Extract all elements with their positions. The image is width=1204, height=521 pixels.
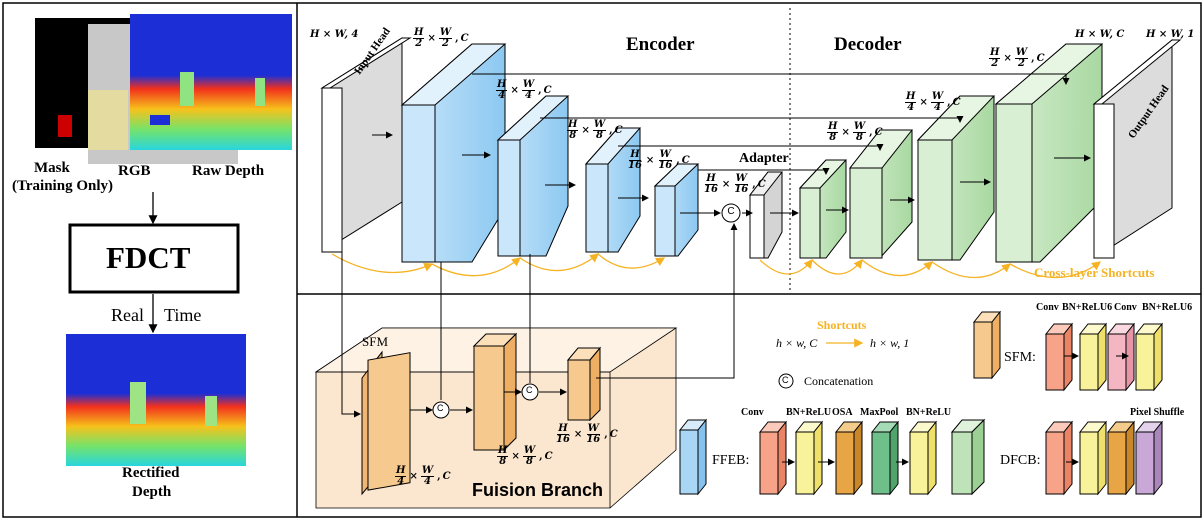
legend-concat-label: Concatenation [804, 374, 874, 388]
input-head [320, 37, 412, 253]
fusion-sfm-3 [566, 346, 602, 422]
adapter-block [748, 171, 784, 259]
legend-ffeb-osa: OSA [832, 407, 853, 418]
legend-sfm-sequence [1044, 322, 1164, 392]
decoder-label: Decoder [834, 34, 902, 55]
legend-concat-symbol: C [782, 375, 789, 385]
fdct-box [68, 223, 240, 294]
encoder-block-3 [584, 127, 642, 253]
legend-sfm-name: SFM: [1004, 350, 1036, 365]
decoder-block-4 [994, 43, 1104, 263]
concat-symbol-fusion-2: C [526, 385, 533, 395]
concat-symbol-main: C [727, 206, 735, 217]
fusion-connections [341, 223, 738, 418]
rectified-label: Rectified [122, 465, 180, 481]
concat-circle-fusion-1 [432, 401, 450, 419]
dim-output-1: H × W, 1 [1146, 29, 1195, 40]
cross-layer-shortcuts [331, 253, 1102, 279]
realtime-right-label: Time [164, 305, 202, 325]
dim-input: H × W, 4 [310, 29, 359, 40]
legend-dfcb-name: DFCB: [1000, 453, 1041, 468]
concat-circle-fusion-2 [521, 383, 539, 401]
legend-ffeb-input-slab [678, 418, 708, 496]
realtime-left-label: Real [111, 305, 144, 325]
adapter-label: Adapter [739, 151, 789, 166]
decoder-block-3 [916, 95, 996, 261]
decoder-block-2 [848, 129, 914, 259]
legend-dfcb-sequence [1044, 420, 1164, 496]
encoder-block-1 [400, 43, 507, 263]
legend-shortcut-to: h × w, 1 [870, 336, 910, 350]
legend-ffeb-bn2: BN+ReLU [906, 407, 952, 418]
cross-layer-label: Cross-layer Shortcuts [1034, 265, 1155, 280]
mask-sublabel: (Training Only) [12, 178, 113, 194]
legend-ffeb-sequence [758, 420, 938, 496]
concat-symbol-fusion-1: C [437, 403, 444, 413]
raw-depth-image [130, 14, 292, 150]
depth-label: Depth [132, 484, 172, 500]
fusion-sfm-2 [472, 332, 518, 452]
dim-output-c: H × W, C [1075, 29, 1125, 40]
legend-shortcuts-label: Shortcuts [817, 318, 867, 332]
internal-arrows [372, 131, 1091, 217]
legend-sfm-bn1: BN+ReLU6 [1062, 302, 1113, 313]
legend-sfm-bn2: BN+ReLU6 [1142, 302, 1193, 313]
legend-ffeb-bn1: BN+ReLU [786, 407, 832, 418]
encoder-label: Encoder [626, 34, 695, 55]
legend-sfm-slab [972, 310, 1002, 380]
legend-shortcut-from: h × w, C [776, 336, 818, 350]
input-images [35, 14, 292, 164]
encoder-block-4 [653, 163, 700, 257]
rgb-label: RGB [118, 163, 151, 179]
fusion-branch-title: Fuision Branch [472, 480, 604, 500]
decoder-block-1 [798, 159, 848, 259]
mask-object [58, 115, 72, 137]
legend-sfm-conv: Conv [1036, 302, 1059, 313]
fusion-sfm-label: SFM [362, 334, 389, 349]
legend-ffeb-conv: Conv [741, 407, 764, 418]
legend-dfcb-pixel: Pixel Shuffle [1130, 407, 1185, 418]
legend-ffeb-maxpool: MaxPool [860, 407, 899, 418]
fusion-sfm-1 [361, 350, 411, 496]
legend-concat-circle [778, 373, 794, 389]
mask-label: Mask [34, 160, 70, 176]
output-head [1092, 38, 1182, 259]
skip-connections [472, 73, 1070, 175]
encoder-block-2 [496, 95, 570, 257]
fdct-title: FDCT [106, 240, 191, 275]
legend-ffeb-name: FFEB: [712, 453, 750, 468]
legend-sfm-conv2: Conv [1114, 302, 1137, 313]
concat-circle-main [721, 203, 741, 223]
rectified-depth-image [66, 334, 246, 466]
legend-ffeb-output-slab [950, 418, 986, 496]
raw-depth-label: Raw Depth [192, 163, 265, 179]
